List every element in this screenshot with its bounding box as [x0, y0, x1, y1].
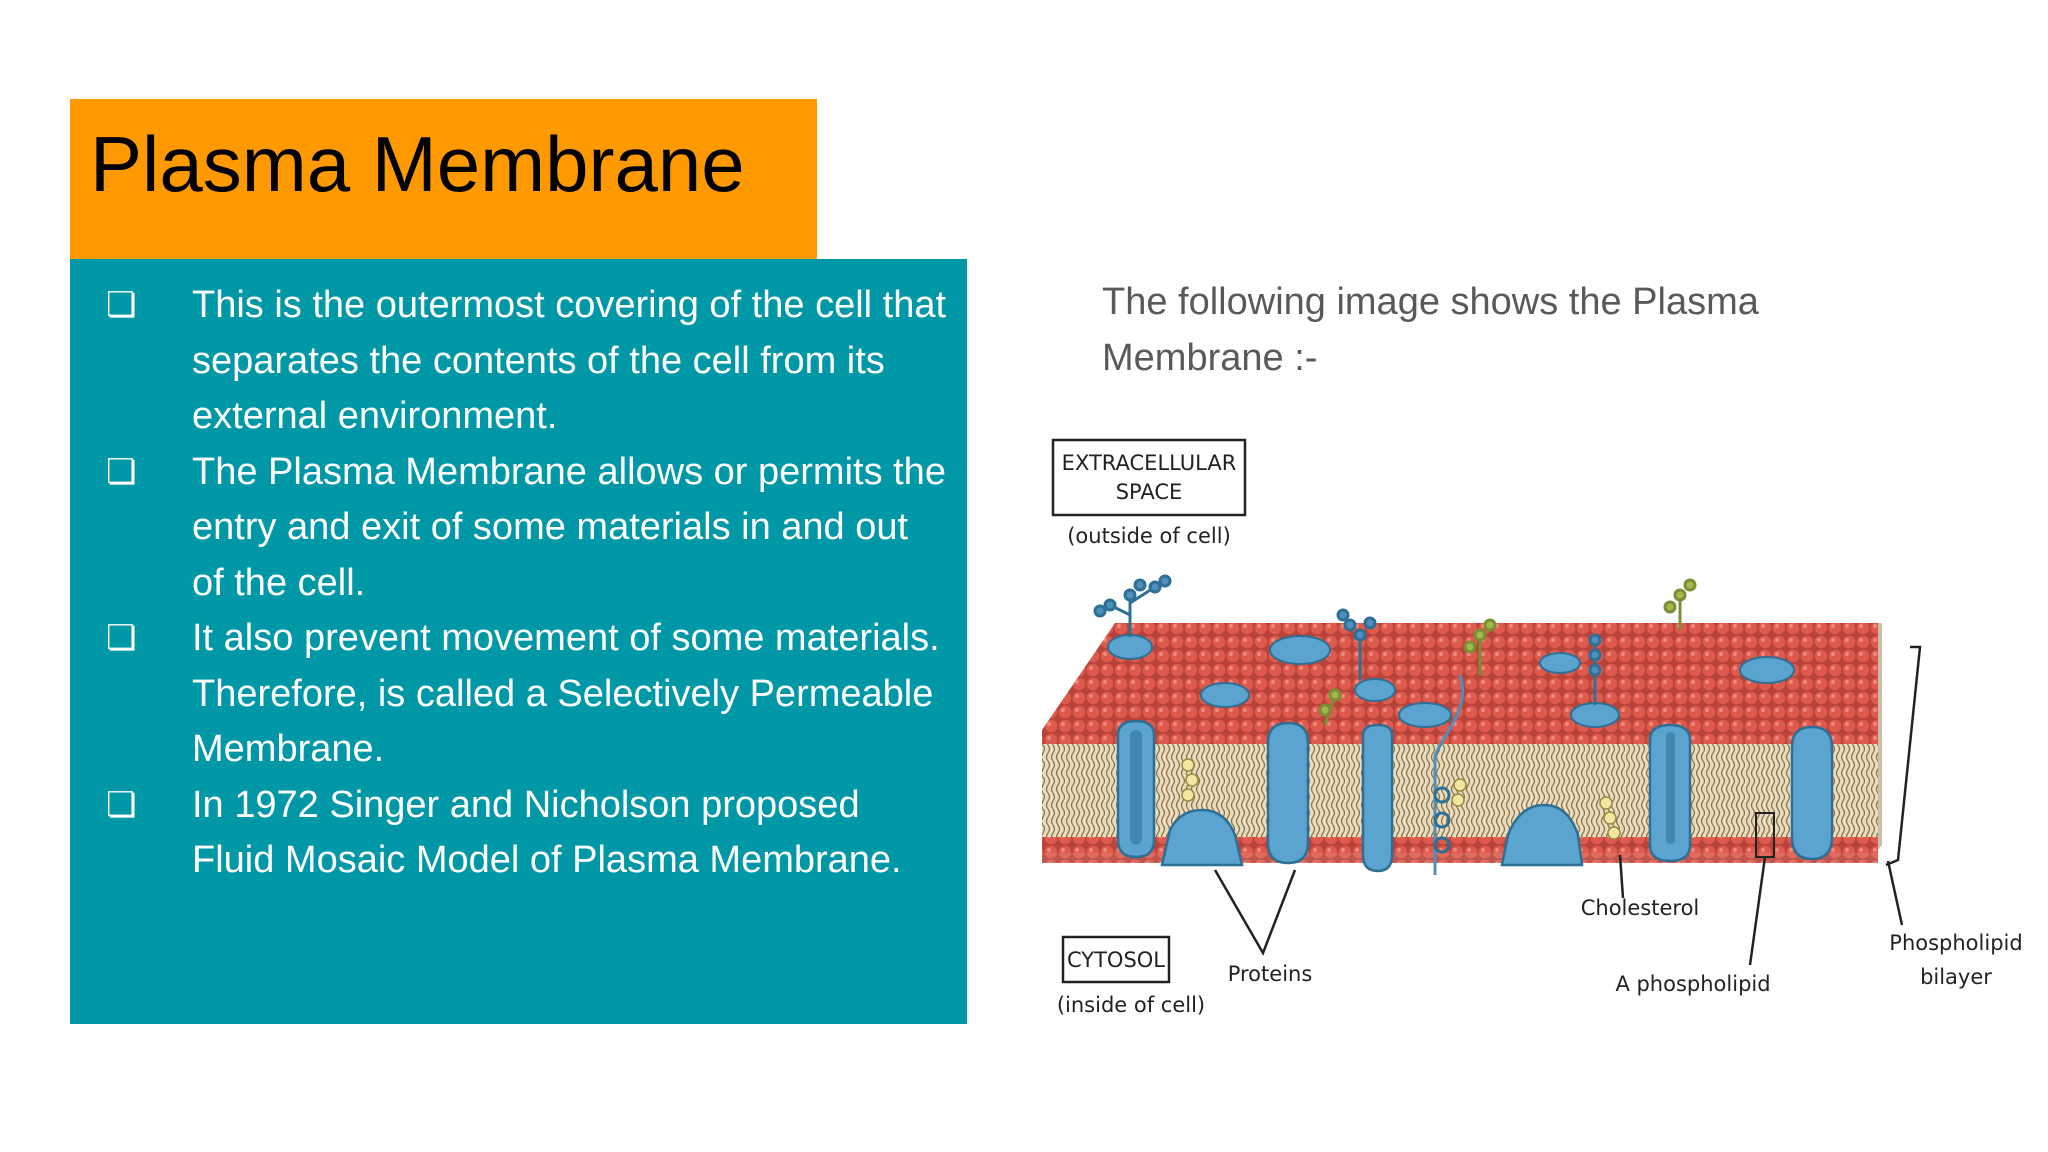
bullet-item: ❏ This is the outermost covering of the … — [70, 278, 967, 445]
surface-proteins — [1107, 634, 1795, 728]
proteins-label: Proteins — [1228, 962, 1313, 986]
pointer-lines — [1213, 854, 1767, 966]
bilayer-label-line2: bilayer — [1920, 965, 1992, 989]
checkbox-square-icon: ❏ — [106, 618, 137, 658]
bullet-item: ❏ It also prevent movement of some mater… — [70, 611, 967, 778]
checkbox-square-icon: ❏ — [106, 285, 137, 325]
bullet-text: In 1972 Singer and Nicholson proposed Fl… — [192, 783, 902, 882]
bilayer-pointer — [1886, 860, 1904, 926]
cytosol-note: (inside of cell) — [1057, 993, 1205, 1017]
checkbox-square-icon: ❏ — [106, 451, 137, 492]
bilayer-bracket — [1885, 645, 1922, 867]
glycolipids — [1318, 578, 1697, 726]
image-intro-text: The following image shows the Plasma Mem… — [1102, 281, 1759, 379]
protein-channels — [1130, 730, 1675, 845]
right-side-face — [1878, 623, 1882, 850]
phospholipid-label: A phospholipid — [1615, 972, 1770, 996]
bullet-item: ❏ In 1972 Singer and Nicholson proposed … — [70, 778, 967, 889]
extracellular-label: EXTRACELLULAR SPACE (outside of cell) — [1051, 438, 1247, 548]
cytosol-text: CYTOSOL — [1067, 948, 1165, 972]
cytosol-label: CYTOSOL (inside of cell) — [1057, 935, 1205, 1017]
plasma-membrane-diagram: EXTRACELLULAR SPACE (outside of cell) — [1042, 438, 2023, 1017]
bullet-item: ❏ The Plasma Membrane allows or permits … — [70, 445, 967, 612]
extracellular-line2: SPACE — [1116, 480, 1183, 504]
bullet-list: ❏ This is the outermost covering of the … — [70, 278, 967, 889]
cholesterol-molecules — [1181, 758, 1621, 840]
cholesterol-label: Cholesterol — [1581, 896, 1700, 920]
bilayer-label-line1: Phospholipid — [1889, 931, 2022, 955]
extracellular-note: (outside of cell) — [1067, 524, 1231, 548]
bullet-text: The Plasma Membrane allows or permits th… — [192, 450, 946, 604]
bullet-panel: ❏ This is the outermost covering of the … — [70, 259, 967, 1024]
title-banner: Plasma Membrane — [70, 99, 817, 259]
slide-title: Plasma Membrane — [90, 120, 745, 208]
extracellular-line1: EXTRACELLULAR — [1062, 451, 1237, 475]
checkbox-square-icon: ❏ — [106, 784, 137, 825]
upper-head-row — [1042, 730, 1878, 744]
bullet-text: It also prevent movement of some materia… — [192, 617, 940, 770]
bullet-text: This is the outermost covering of the ce… — [192, 284, 947, 437]
transmembrane-proteins — [1116, 719, 1834, 873]
glycoproteins — [1093, 574, 1602, 875]
